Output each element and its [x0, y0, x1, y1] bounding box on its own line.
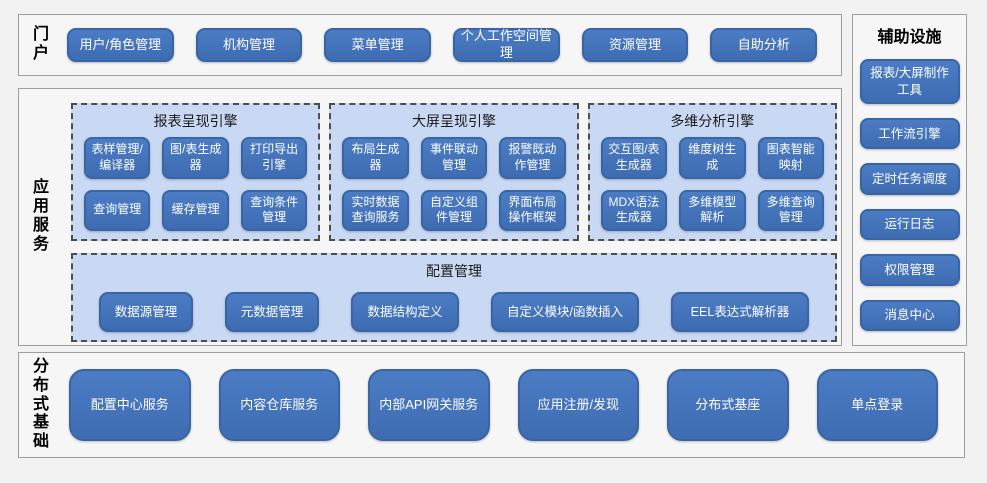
auxiliary-button[interactable]: 运行日志	[859, 208, 960, 241]
engine-panel-title: 报表呈现引擎	[153, 113, 238, 129]
foundation-button[interactable]: 内容仓库服务	[218, 369, 340, 441]
config-button[interactable]: 自定义模块/函数插入	[491, 292, 639, 332]
foundation-button-row: 配置中心服务 内容仓库服务 内部API网关服务 应用注册/发现 分布式基座 单点…	[51, 369, 964, 441]
engine-module-button[interactable]: 表样管理/编译器	[84, 137, 151, 179]
engine-module-button[interactable]: 实时数据查询服务	[342, 189, 409, 231]
engine-module-button[interactable]: 布局生成器	[342, 137, 409, 179]
engine-module-button[interactable]: 报警既动作管理	[499, 137, 566, 179]
engine-module-button[interactable]: 图表智能映射	[757, 137, 824, 179]
engine-panel-grid: 交互图/表生成器 维度树生成 图表智能映射 MDX语法生成器 多维模型解析 多维…	[599, 137, 826, 233]
engine-module-button[interactable]: 多维模型解析	[679, 189, 746, 231]
engine-module-button[interactable]: 缓存管理	[162, 189, 229, 231]
auxiliary-button[interactable]: 权限管理	[859, 254, 960, 286]
engine-module-button[interactable]: 事件联动管理	[420, 137, 488, 179]
foundation-button[interactable]: 分布式基座	[667, 369, 789, 441]
engine-module-button[interactable]: 打印导出引擎	[240, 137, 308, 179]
portal-button[interactable]: 菜单管理	[324, 28, 432, 62]
config-button[interactable]: 元数据管理	[225, 292, 319, 332]
portal-button[interactable]: 自助分析	[710, 28, 818, 62]
engine-module-button[interactable]: MDX语法生成器	[600, 189, 668, 231]
config-button-row: 数据源管理 元数据管理 数据结构定义 自定义模块/函数插入 EEL表达式解析器	[83, 292, 825, 332]
portal-button-row: 用户/角色管理 机构管理 菜单管理 个人工作空间管理 资源管理 自助分析	[51, 28, 841, 62]
engine-module-button[interactable]: 查询条件管理	[240, 189, 308, 231]
engine-panel-report: 报表呈现引擎 表样管理/编译器 图/表生成器 打印导出引擎 查询管理 缓存管理 …	[71, 103, 321, 241]
engine-panel-bigscreen: 大屏呈现引擎 布局生成器 事件联动管理 报警既动作管理 实时数据查询服务 自定义…	[329, 103, 579, 241]
engine-panel-title: 多维分析引擎	[670, 113, 755, 129]
engine-module-button[interactable]: 交互图/表生成器	[600, 137, 668, 179]
engine-module-button[interactable]: 自定义组件管理	[420, 189, 488, 231]
engine-panel-grid: 布局生成器 事件联动管理 报警既动作管理 实时数据查询服务 自定义组件管理 界面…	[340, 137, 567, 233]
portal-button[interactable]: 个人工作空间管理	[453, 28, 560, 62]
portal-section-label: 门户	[32, 26, 49, 62]
foundation-button[interactable]: 应用注册/发现	[517, 369, 639, 441]
engine-module-button[interactable]: 图/表生成器	[162, 137, 229, 179]
foundation-button[interactable]: 配置中心服务	[69, 369, 191, 441]
config-panel-title: 配置管理	[426, 263, 482, 279]
auxiliary-button[interactable]: 工作流引擎	[859, 118, 960, 150]
foundation-button[interactable]: 单点登录	[816, 369, 938, 441]
app-services-section-label: 应用服务	[32, 179, 49, 253]
portal-section: 门户 用户/角色管理 机构管理 菜单管理 个人工作空间管理 资源管理 自助分析	[18, 14, 842, 76]
engine-panel-olap: 多维分析引擎 交互图/表生成器 维度树生成 图表智能映射 MDX语法生成器 多维…	[587, 103, 837, 241]
engine-panel-title: 大屏呈现引擎	[411, 113, 496, 129]
portal-button[interactable]: 资源管理	[581, 28, 689, 62]
app-services-content: 报表呈现引擎 表样管理/编译器 图/表生成器 打印导出引擎 查询管理 缓存管理 …	[51, 89, 841, 345]
foundation-section: 分布式基础 配置中心服务 内容仓库服务 内部API网关服务 应用注册/发现 分布…	[18, 352, 965, 458]
config-button[interactable]: 数据结构定义	[351, 292, 459, 332]
foundation-section-label: 分布式基础	[32, 357, 49, 451]
portal-button[interactable]: 用户/角色管理	[67, 28, 174, 62]
config-button[interactable]: 数据源管理	[99, 292, 193, 332]
portal-button[interactable]: 机构管理	[195, 28, 303, 62]
engine-module-button[interactable]: 界面布局操作框架	[499, 189, 566, 231]
config-button[interactable]: EEL表达式解析器	[671, 292, 809, 332]
engine-module-button[interactable]: 查询管理	[84, 189, 151, 231]
engine-module-button[interactable]: 维度树生成	[679, 137, 746, 179]
config-management-panel: 配置管理 数据源管理 元数据管理 数据结构定义 自定义模块/函数插入 EEL表达…	[71, 253, 837, 342]
auxiliary-button[interactable]: 定时任务调度	[859, 163, 960, 195]
auxiliary-section-title: 辅助设施	[877, 29, 942, 46]
engine-panel-grid: 表样管理/编译器 图/表生成器 打印导出引擎 查询管理 缓存管理 查询条件管理	[82, 137, 309, 233]
app-services-section: 应用服务 报表呈现引擎 表样管理/编译器 图/表生成器 打印导出引擎 查询管理 …	[18, 88, 842, 346]
auxiliary-button[interactable]: 报表/大屏制作工具	[859, 59, 960, 105]
engine-panels-row: 报表呈现引擎 表样管理/编译器 图/表生成器 打印导出引擎 查询管理 缓存管理 …	[71, 103, 837, 241]
auxiliary-button[interactable]: 消息中心	[859, 299, 960, 332]
auxiliary-section: 辅助设施 报表/大屏制作工具 工作流引擎 定时任务调度 运行日志 权限管理 消息…	[852, 14, 967, 346]
engine-module-button[interactable]: 多维查询管理	[757, 189, 824, 231]
foundation-button[interactable]: 内部API网关服务	[368, 369, 490, 441]
